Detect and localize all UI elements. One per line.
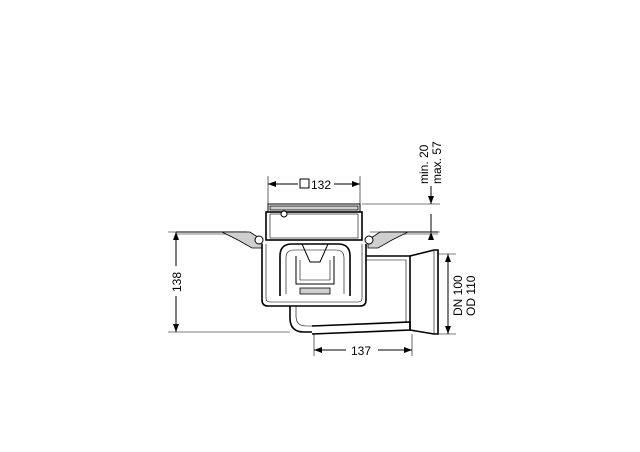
square-symbol	[299, 178, 310, 189]
pipe-od-label: OD 110	[464, 275, 478, 316]
outlet-bend	[289, 306, 312, 333]
outlet-pipe	[311, 321, 411, 335]
grate-width-value: 132	[311, 178, 331, 192]
dimension-height-adjustment: min. 20 max. 57	[362, 141, 444, 240]
pipe-dn-label: DN 100	[451, 275, 465, 316]
dimension-grate-width: 132	[267, 176, 361, 204]
clamp-flange-right	[367, 231, 409, 249]
drain-body	[176, 203, 439, 335]
height-adjust-ring	[265, 211, 363, 241]
bolt-right	[364, 235, 374, 245]
outlet-length-value: 137	[351, 344, 371, 358]
drain-housing	[261, 244, 367, 307]
dimension-outlet-length: 137	[313, 334, 413, 358]
odour-trap	[279, 243, 351, 296]
bolt-left	[254, 235, 264, 245]
adjust-min-label: min. 20	[417, 144, 431, 184]
dimension-total-height: 138	[168, 231, 290, 333]
adjust-max-label: max. 57	[430, 141, 444, 184]
pipe-socket	[409, 249, 439, 335]
trap-funnel	[301, 243, 329, 263]
total-height-value: 138	[170, 272, 184, 292]
dimension-pipe-diameter: DN 100 OD 110	[438, 253, 478, 335]
